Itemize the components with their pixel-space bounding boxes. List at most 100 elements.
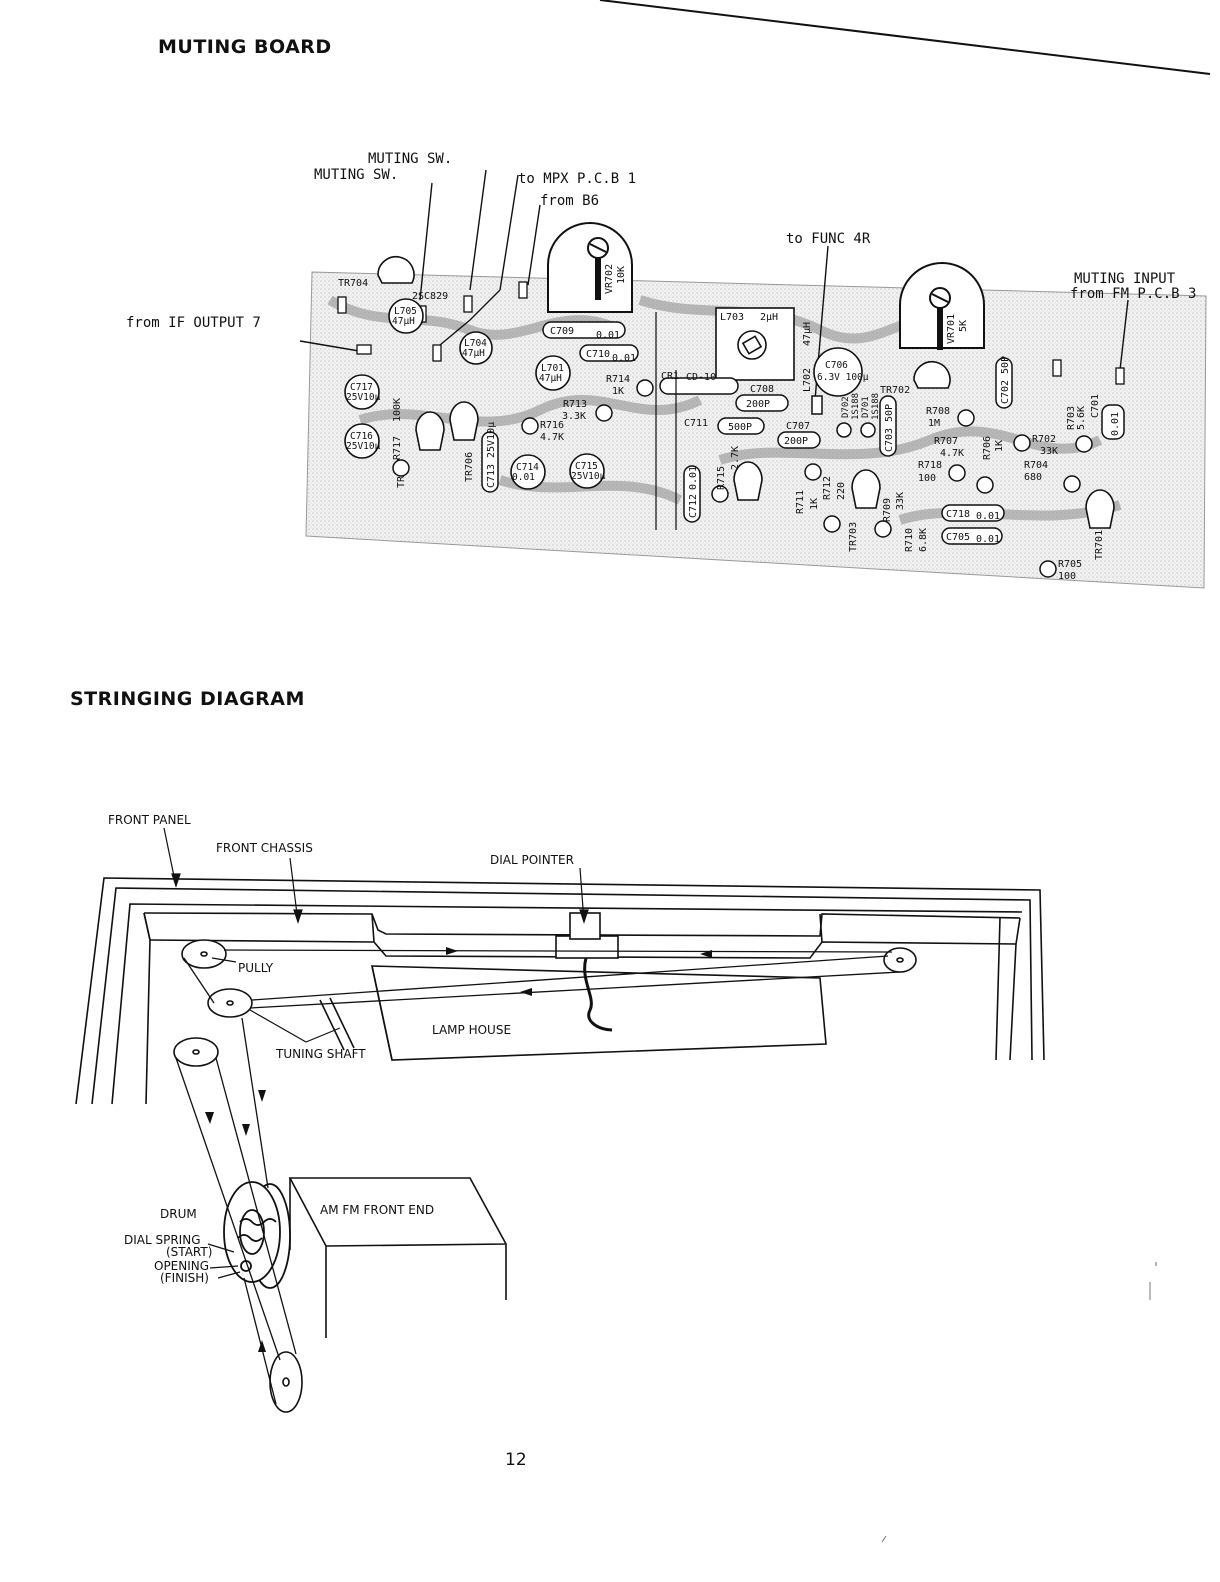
ref-r711: R711 — [795, 490, 806, 514]
val-r716: 4.7K — [540, 432, 564, 443]
ref-c716: C716 — [350, 431, 373, 442]
ref-r703: R703 — [1066, 406, 1077, 430]
val-c718: 0.01 — [976, 511, 1000, 522]
transistors — [377, 255, 1115, 529]
label-lamp-house: LAMP HOUSE — [432, 1023, 511, 1037]
val-r706: 1K — [994, 440, 1005, 452]
trimmer-vr702 — [547, 222, 633, 313]
ref-tr706: TR706 — [464, 452, 475, 482]
val-c709: 0.01 — [596, 330, 620, 341]
val-r702: 33K — [1040, 446, 1058, 457]
val-c717: 25V10µ — [346, 392, 381, 403]
val-r707: 4.7K — [940, 448, 964, 459]
ref-r712: R712 — [822, 476, 833, 500]
trimmer-vr701 — [899, 262, 985, 350]
ref-r714: R714 — [606, 374, 630, 385]
label-finish: (FINISH) — [160, 1271, 209, 1285]
val-c710: 0.01 — [612, 353, 636, 364]
ref-c715: C714 — [516, 462, 539, 473]
dial-drum — [223, 1181, 291, 1289]
ref-r702: R702 — [1032, 434, 1056, 445]
ref-tr704: TR704 — [338, 278, 368, 289]
conn-label-muting-sw-1: MUTING SW. — [368, 151, 452, 167]
ref-2sc829: 2SC829 — [412, 291, 448, 302]
val-c715: 0.01 — [512, 472, 535, 483]
val-d701: 1S188 — [871, 393, 881, 420]
conn-label-from-fm-pcb: from FM P.C.B 3 — [1070, 286, 1196, 302]
label-dial-pointer: DIAL POINTER — [490, 853, 574, 867]
val-l703: 2µH — [760, 312, 778, 323]
ref-l701: L701 — [541, 363, 564, 374]
val-cr1: CD-10 — [686, 372, 716, 383]
ref-c711: C711 — [684, 418, 708, 429]
val-c705: 0.01 — [976, 534, 1000, 545]
label-pully: PULLY — [238, 961, 274, 975]
val-r714: 1K — [612, 386, 624, 397]
label-front-chassis: FRONT CHASSIS — [216, 841, 313, 855]
conn-label-muting-sw-2: MUTING SW. — [314, 167, 398, 183]
ref-r707: R707 — [934, 436, 958, 447]
ref-c717: C717 — [350, 382, 373, 393]
conn-label-from-b6: from B6 — [540, 193, 599, 209]
ref-c705: C705 — [946, 532, 970, 543]
ref-r715: R715 — [716, 466, 727, 490]
val-c712: 0.01 — [688, 466, 699, 490]
cord-arrows — [205, 947, 712, 1352]
capsule-caps — [481, 321, 1125, 545]
margin-marks — [881, 1262, 1157, 1543]
val-l701: 47µH — [539, 373, 562, 384]
ref-c703: C703 — [884, 428, 895, 452]
ref-tr701: TR701 — [1094, 530, 1105, 560]
label-tuning-shaft: TUNING SHAFT — [275, 1047, 366, 1061]
label-front-panel: FRONT PANEL — [108, 813, 191, 827]
resistors — [392, 379, 1093, 578]
connection-pads — [337, 281, 1125, 385]
ref-c707: C707 — [786, 421, 810, 432]
connection-leaders — [299, 169, 1129, 401]
ref-c706: C706 — [825, 360, 848, 371]
conn-label-to-mpx: to MPX P.C.B 1 — [518, 171, 636, 187]
ref-l704: L704 — [464, 338, 487, 349]
val-c701: 0.01 — [1110, 412, 1121, 436]
ref-c712: C712 — [688, 494, 699, 518]
muting-board-title: MUTING BOARD — [158, 36, 332, 58]
ref-c708: C708 — [750, 384, 774, 395]
ref-c710: C710 — [586, 349, 610, 360]
val-l704: 47µH — [462, 348, 485, 359]
val-r704: 680 — [1024, 472, 1042, 483]
round-components — [344, 298, 1124, 490]
ref-vr702: VR702 — [604, 264, 615, 294]
ref-vr701: VR701 — [946, 314, 957, 344]
val-c702: 50P — [1000, 356, 1011, 374]
val-r718: 100 — [918, 473, 936, 484]
val-r711: 1K — [809, 498, 820, 510]
stringing-leaders — [163, 827, 589, 1279]
ref-r709: R709 — [882, 498, 893, 522]
val-r712: 220 — [836, 482, 847, 500]
ref-c714: C713 — [486, 464, 497, 488]
val-d702: 1S188 — [851, 393, 861, 420]
label-dial-spring: DIAL SPRING — [124, 1233, 201, 1247]
ref-l702: L702 — [802, 368, 813, 392]
val-r710: 6.8K — [918, 528, 929, 552]
val-r703: 5.6K — [1076, 406, 1087, 430]
ref-r704: R704 — [1024, 460, 1048, 471]
pulleys — [173, 939, 917, 1413]
val-l702: 47µH — [802, 322, 813, 346]
ref-d701: D701 — [861, 396, 871, 418]
val-r709: 33K — [895, 492, 906, 510]
diodes — [811, 395, 876, 438]
dial-cord — [175, 949, 901, 1405]
tuning-shaft — [319, 997, 355, 1051]
conn-label-muting-input: MUTING INPUT — [1074, 271, 1176, 287]
ref-r716: R716 — [540, 420, 564, 431]
ref-cr1: CR1 — [661, 371, 679, 382]
val-c716: 25V10µ — [346, 441, 381, 452]
conn-label-from-if-output: from IF OUTPUT 7 — [126, 315, 261, 331]
val-r717: 100K — [392, 398, 403, 422]
ref-tr702: TR702 — [880, 385, 910, 396]
val-r713: 3.3K — [562, 411, 586, 422]
ref-c718: C718 — [946, 509, 970, 520]
val-r705: 100 — [1058, 571, 1076, 582]
val-r715: 2.7K — [730, 446, 741, 470]
